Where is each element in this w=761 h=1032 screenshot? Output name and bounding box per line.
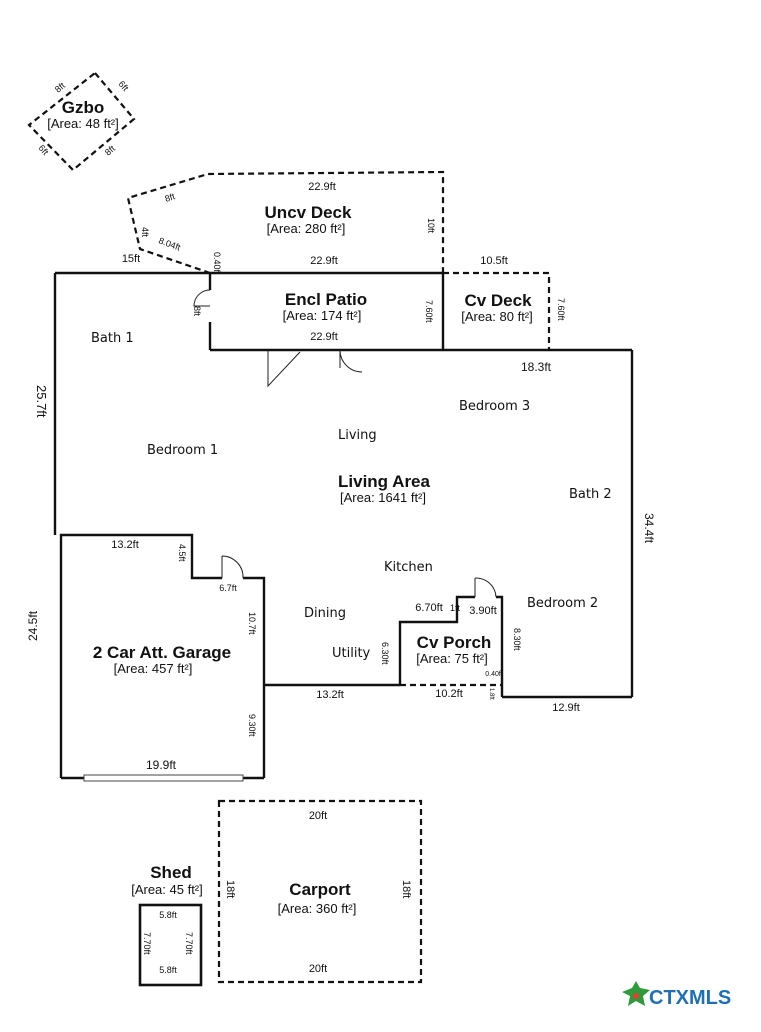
encl-patio-dim-door: 8ft [192, 306, 202, 317]
garage-dim-east-lower: 9.30ft [247, 714, 257, 737]
cv-porch-dim-18: 1.8ft [488, 688, 494, 700]
carport-dim-west: 18ft [224, 880, 236, 898]
room-bath2: Bath 2 [569, 487, 612, 502]
carport-dim-east: 18ft [400, 880, 412, 898]
gazebo-dim-nw: 8ft [53, 80, 67, 94]
living-dim-12: 12.9ft [552, 702, 580, 714]
room-dining: Dining [304, 606, 346, 621]
garage-door [83, 774, 244, 782]
encl-patio-area: [Area: 174 ft²] [283, 308, 362, 323]
shed-dim-east: 7.70ft [184, 932, 194, 955]
cv-porch-dim-bottom: 10.2ft [435, 688, 463, 700]
garage: 2 Car Att. Garage [Area: 457 ft²] 13.2ft… [26, 533, 400, 782]
living-area-title: Living Area [338, 472, 430, 491]
cv-deck-dim-top: 10.5ft [480, 255, 508, 267]
uncv-deck-dim-e: 10ft [426, 218, 436, 234]
cv-porch-dim-3: 3.90ft [469, 605, 497, 617]
patio-door-south-icon [339, 349, 363, 373]
uncv-deck-dim-top: 22.9ft [308, 181, 336, 193]
room-living: Living [338, 428, 377, 443]
shed-dim-west: 7.70ft [142, 932, 152, 955]
garage-dim-13: 13.2ft [316, 689, 344, 701]
room-kitchen: Kitchen [384, 560, 433, 575]
encl-patio: Encl Patio [Area: 174 ft²] 15ft 7.60ft 2… [122, 253, 443, 388]
stair-icon [267, 350, 301, 388]
uncv-deck-dim-w: 4ft [140, 227, 150, 238]
gazebo: Gzbo [Area: 48 ft²] 8ft 6ft 8ft 6ft [27, 71, 136, 172]
carport-dim-top: 20ft [309, 810, 327, 822]
ctxmls-logo: CTXMLS [622, 981, 731, 1009]
living-dim-east: 34.4ft [642, 513, 656, 544]
room-utility: Utility [332, 646, 371, 661]
garage-dim-top: 13.2ft [111, 539, 139, 551]
encl-patio-title: Encl Patio [285, 290, 367, 309]
carport-dim-bottom: 20ft [309, 963, 327, 975]
cv-porch-dim-1: 1ft [450, 603, 461, 613]
cv-porch-dim-east: 8.30ft [512, 628, 522, 651]
living-dim-west: 25.7ft [34, 385, 49, 418]
carport-title: Carport [289, 880, 351, 899]
porch-door-icon [474, 577, 497, 598]
cv-porch-area: [Area: 75 ft²] [416, 651, 488, 666]
living-dim-18: 18.3ft [521, 360, 552, 374]
living-area-area: [Area: 1641 ft²] [340, 490, 426, 505]
cv-porch-dim-6: 6.70ft [415, 602, 443, 614]
garage-dim-step: 4.5ft [177, 544, 187, 562]
gazebo-title: Gzbo [62, 98, 105, 117]
gazebo-dim-ne: 6ft [116, 79, 130, 93]
cv-deck-title: Cv Deck [464, 291, 532, 310]
patio-door-icon [193, 289, 211, 307]
cv-porch-dim-west: 6.30ft [380, 642, 390, 665]
shed: Shed [Area: 45 ft²] 5.8ft 7.70ft 7.70ft … [131, 863, 203, 987]
uncv-deck-title: Uncv Deck [265, 203, 352, 222]
cv-porch-title: Cv Porch [417, 633, 492, 652]
uncv-deck-dim-nw: 8ft [164, 191, 177, 204]
living-area: Living Area [Area: 1641 ft²] 25.7ft 18.3… [34, 331, 656, 714]
carport-area: [Area: 360 ft²] [278, 901, 357, 916]
uncv-deck-dim-tiny: 0.40ft [212, 252, 222, 275]
garage-dim-east-upper: 10.7ft [247, 612, 257, 635]
encl-patio-dim-15: 15ft [122, 253, 140, 265]
shed-area: [Area: 45 ft²] [131, 882, 203, 897]
shed-dim-bottom: 5.8ft [159, 965, 177, 975]
gazebo-dim-se: 8ft [103, 143, 117, 157]
garage-dim-bottom: 19.9ft [146, 758, 177, 772]
shed-dim-top: 5.8ft [159, 910, 177, 920]
texas-star-icon [622, 981, 650, 1006]
cv-porch-dim-040: 0.40ft [485, 671, 503, 678]
cv-deck: Cv Deck [Area: 80 ft²] 10.5ft 7.60ft [443, 255, 566, 350]
room-bath1: Bath 1 [91, 331, 134, 346]
uncv-deck: Uncv Deck [Area: 280 ft²] 22.9ft 8ft 4ft… [126, 170, 445, 275]
shed-title: Shed [150, 863, 192, 882]
room-bedroom1: Bedroom 1 [147, 443, 218, 458]
uncv-deck-dim-sw: 8.04ft [157, 235, 182, 252]
encl-patio-dim-bottom: 22.9ft [310, 331, 338, 343]
room-bedroom3: Bedroom 3 [459, 399, 530, 414]
gazebo-area: [Area: 48 ft²] [47, 116, 119, 131]
uncv-deck-area: [Area: 280 ft²] [267, 221, 346, 236]
cv-deck-area: [Area: 80 ft²] [461, 309, 533, 324]
garage-area: [Area: 457 ft²] [114, 661, 193, 676]
house-walls [53, 271, 634, 699]
garage-dim-door: 6.7ft [219, 583, 237, 593]
logo-text: CTXMLS [649, 987, 731, 1009]
cv-porch: Cv Porch [Area: 75 ft²] 6.70ft 1ft 3.90f… [380, 577, 522, 700]
room-bedroom2: Bedroom 2 [527, 596, 598, 611]
garage-title: 2 Car Att. Garage [93, 643, 231, 662]
uncv-deck-dim-bottom: 22.9ft [310, 255, 338, 267]
garage-entry-door-icon [221, 555, 244, 579]
carport: Carport [Area: 360 ft²] 20ft 18ft 18ft 2… [217, 799, 423, 984]
garage-dim-west: 24.5ft [26, 610, 40, 641]
encl-patio-dim-e: 7.60ft [424, 300, 434, 323]
cv-deck-dim-e: 7.60ft [556, 298, 566, 321]
